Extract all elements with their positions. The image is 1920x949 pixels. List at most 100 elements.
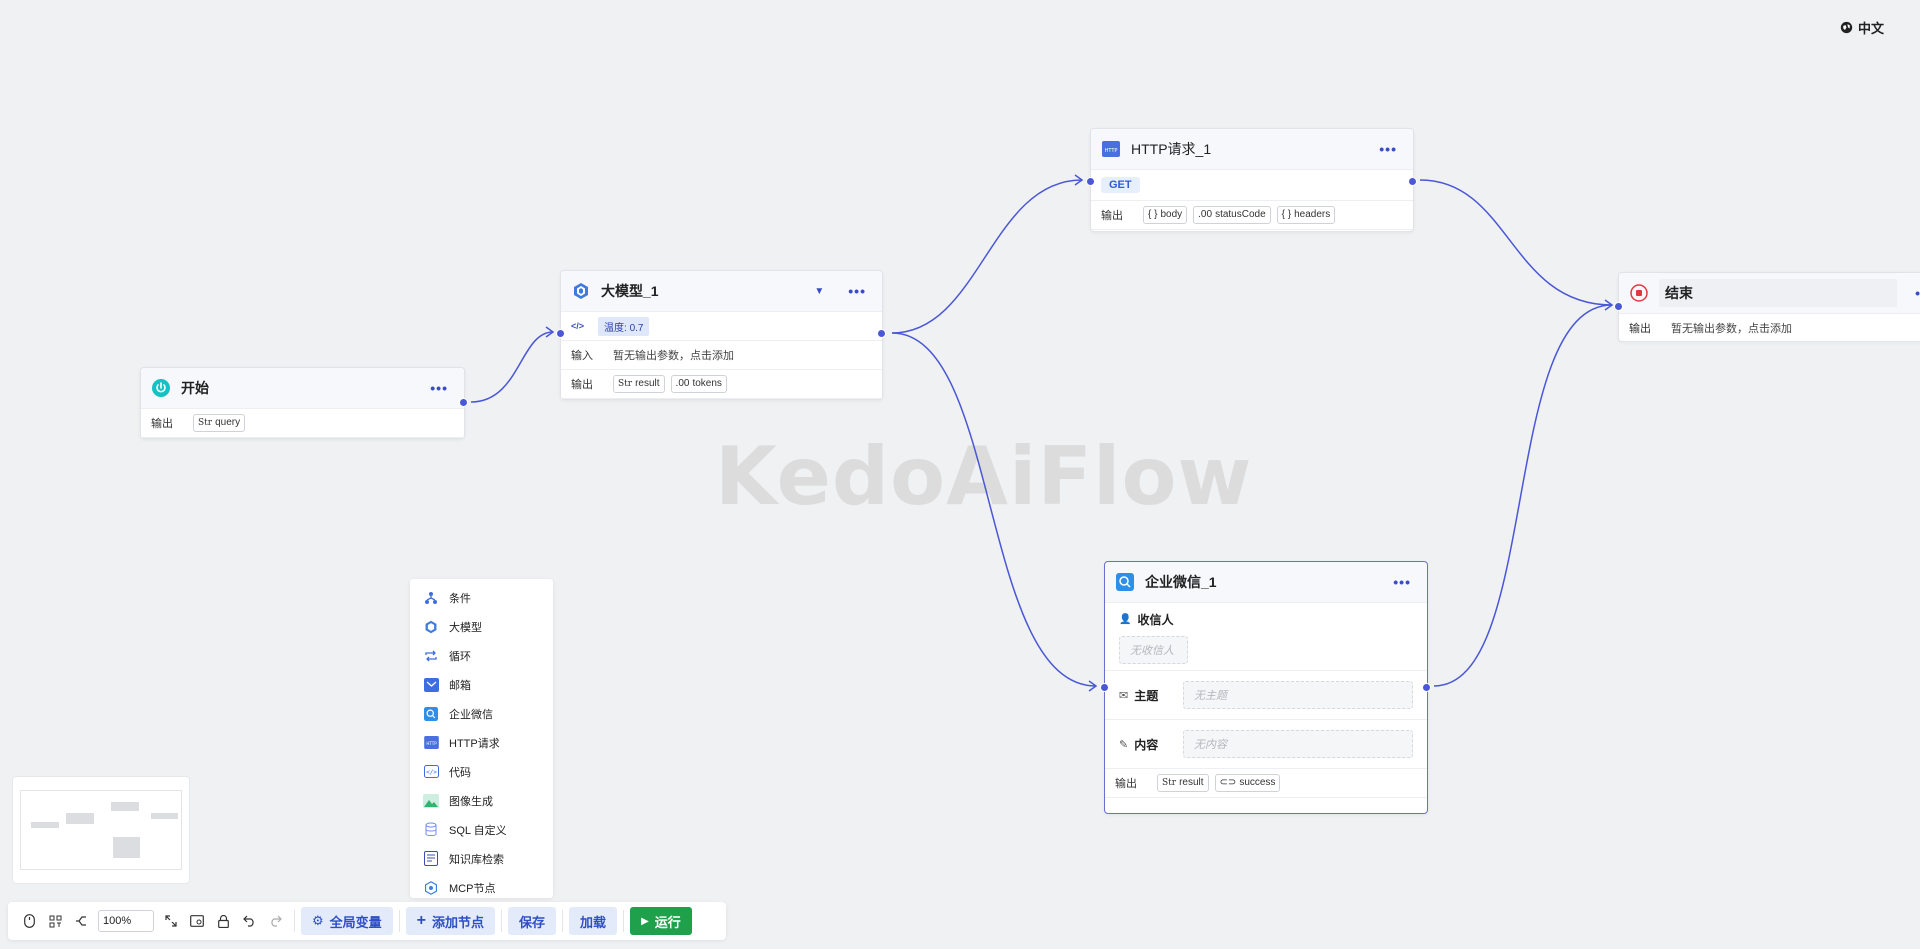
more-menu-icon[interactable]: ••• bbox=[430, 380, 448, 396]
layout-grid-icon[interactable] bbox=[42, 908, 68, 934]
input-handle[interactable] bbox=[1614, 302, 1623, 311]
play-icon: ▶ bbox=[641, 915, 649, 927]
output-handle[interactable] bbox=[459, 398, 468, 407]
node-palette: 条件 大模型 循环 邮箱 企业微信 HTTP HTTP请求 </> 代码 图像生… bbox=[410, 579, 553, 898]
watermark: KedoAiFlow bbox=[715, 430, 1253, 523]
redo-icon[interactable] bbox=[262, 908, 288, 934]
loop-icon bbox=[423, 648, 439, 664]
palette-item-code[interactable]: </> 代码 bbox=[410, 757, 553, 786]
collapse-chevron-icon[interactable]: ▼ bbox=[814, 285, 825, 297]
content-input[interactable]: 无内容 bbox=[1183, 730, 1413, 758]
stop-icon bbox=[1629, 283, 1649, 303]
node-llm[interactable]: 大模型_1 ▼ ••• </> 温度: 0.7 输入 暂无输出参数，点击添加 输… bbox=[556, 270, 886, 400]
minimap-node bbox=[66, 813, 94, 824]
output-tag: { }headers bbox=[1276, 206, 1336, 224]
recipient-input[interactable]: 无收信人 bbox=[1119, 636, 1188, 664]
edge-llm-http bbox=[891, 179, 1083, 334]
http-icon: HTTP bbox=[423, 735, 439, 751]
edge-start-llm bbox=[470, 331, 554, 403]
edge-http-end bbox=[1419, 179, 1613, 306]
toolbar-divider bbox=[623, 910, 625, 932]
input-handle[interactable] bbox=[556, 329, 565, 338]
bottom-toolbar: 100% ⚙ 全局变量 + 添加节点 保存 加载 ▶ bbox=[8, 902, 726, 940]
save-button[interactable]: 保存 bbox=[508, 907, 557, 935]
zoom-input[interactable]: 100% bbox=[98, 910, 154, 932]
palette-item-knowledge[interactable]: 知识库检索 bbox=[410, 844, 553, 873]
palette-item-mcp[interactable]: MCP节点 bbox=[410, 873, 553, 902]
more-menu-icon[interactable]: ••• bbox=[1393, 574, 1411, 590]
input-hint[interactable]: 暂无输出参数，点击添加 bbox=[613, 350, 734, 362]
method-badge[interactable]: GET bbox=[1101, 177, 1140, 193]
palette-item-http[interactable]: HTTP HTTP请求 bbox=[410, 728, 553, 757]
node-wecom-title: 企业微信_1 bbox=[1145, 574, 1217, 590]
temperature-badge[interactable]: 温度: 0.7 bbox=[598, 316, 650, 336]
node-end-title: 结束 bbox=[1659, 279, 1898, 307]
code-icon: </> bbox=[423, 764, 439, 780]
output-tag: { }body bbox=[1143, 206, 1188, 224]
content-label: ✎ 内容 bbox=[1119, 737, 1159, 752]
minimap-node bbox=[31, 822, 59, 828]
node-start-title: 开始 bbox=[181, 380, 209, 396]
node-wecom[interactable]: 企业微信_1 ••• 👤 收信人 无收信人 ✉ 主题 无主题 ✎ 内容 无内容 bbox=[1100, 561, 1431, 814]
svg-text:HTTP: HTTP bbox=[1105, 148, 1118, 154]
arrow-http bbox=[1074, 174, 1084, 186]
palette-item-condition[interactable]: 条件 bbox=[410, 583, 553, 612]
palette-item-llm[interactable]: 大模型 bbox=[410, 612, 553, 641]
power-icon bbox=[151, 378, 171, 398]
add-node-button[interactable]: + 添加节点 bbox=[405, 907, 496, 935]
output-label: 输出 bbox=[571, 379, 593, 391]
palette-item-wecom[interactable]: 企业微信 bbox=[410, 699, 553, 728]
mcp-icon bbox=[423, 880, 439, 896]
more-menu-icon[interactable]: • bbox=[1915, 285, 1920, 301]
output-label: 输出 bbox=[1629, 323, 1651, 335]
fit-view-icon[interactable] bbox=[158, 908, 184, 934]
output-handle[interactable] bbox=[1408, 177, 1417, 186]
global-vars-button[interactable]: ⚙ 全局变量 bbox=[301, 907, 393, 935]
gear-icon: ⚙ bbox=[312, 913, 324, 928]
palette-item-sql[interactable]: SQL 自定义 bbox=[410, 815, 553, 844]
mail-icon: ✉ bbox=[1119, 689, 1129, 702]
image-icon bbox=[423, 793, 439, 809]
subject-input[interactable]: 无主题 bbox=[1183, 681, 1413, 709]
node-end[interactable]: 结束 • 输出 暂无输出参数，点击添加 bbox=[1614, 272, 1920, 343]
llm-cube-icon bbox=[423, 619, 439, 635]
more-menu-icon[interactable]: ••• bbox=[848, 283, 866, 299]
minimap-node bbox=[111, 802, 139, 811]
palette-item-mail[interactable]: 邮箱 bbox=[410, 670, 553, 699]
lock-icon[interactable] bbox=[210, 908, 236, 934]
node-http-title: HTTP请求_1 bbox=[1131, 141, 1212, 157]
input-label: 输入 bbox=[571, 350, 593, 362]
palette-item-image[interactable]: 图像生成 bbox=[410, 786, 553, 815]
connector-style-icon[interactable] bbox=[68, 908, 94, 934]
minimap[interactable] bbox=[12, 776, 190, 884]
palette-item-loop[interactable]: 循环 bbox=[410, 641, 553, 670]
mouse-mode-icon[interactable] bbox=[16, 908, 42, 934]
output-handle[interactable] bbox=[1422, 683, 1431, 692]
output-handle[interactable] bbox=[877, 329, 886, 338]
load-button[interactable]: 加载 bbox=[569, 907, 618, 935]
mail-icon bbox=[423, 677, 439, 693]
database-icon bbox=[423, 822, 439, 838]
toolbar-divider bbox=[294, 910, 295, 932]
node-llm-title: 大模型_1 bbox=[601, 283, 659, 299]
minimap-node bbox=[151, 813, 178, 819]
wecom-icon bbox=[423, 706, 439, 722]
run-button[interactable]: ▶ 运行 bbox=[630, 907, 692, 935]
undo-icon[interactable] bbox=[236, 908, 262, 934]
http-icon: HTTP bbox=[1101, 139, 1121, 159]
minimap-toggle-icon[interactable] bbox=[184, 908, 210, 934]
output-hint[interactable]: 暂无输出参数，点击添加 bbox=[1671, 323, 1792, 335]
globe-icon bbox=[1840, 21, 1853, 34]
language-switch[interactable]: 中文 bbox=[1840, 18, 1884, 37]
more-menu-icon[interactable]: ••• bbox=[1379, 141, 1397, 157]
subject-label: ✉ 主题 bbox=[1119, 688, 1159, 703]
input-handle[interactable] bbox=[1086, 177, 1095, 186]
input-handle[interactable] bbox=[1100, 683, 1109, 692]
